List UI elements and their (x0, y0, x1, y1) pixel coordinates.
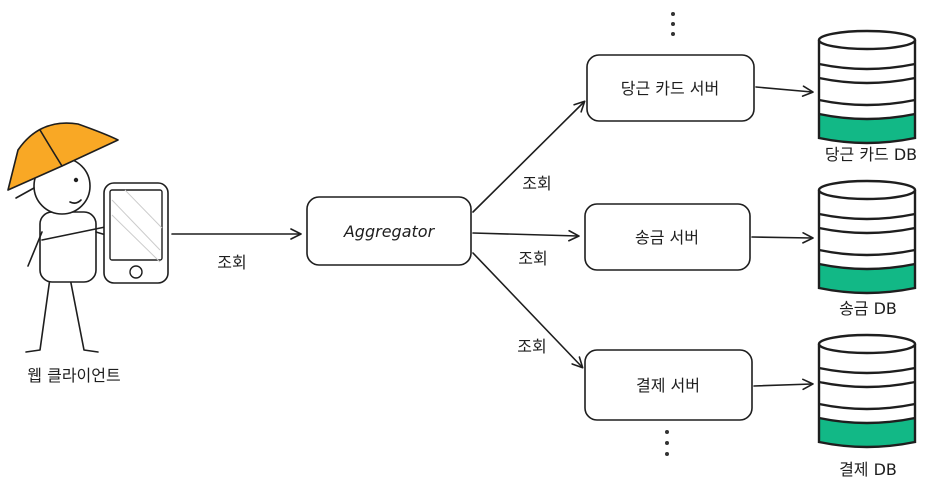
transfer-query-label: 조회 (518, 249, 547, 268)
arrow-transfer-db (751, 232, 814, 244)
client-eye (73, 177, 79, 183)
card-db-icon (817, 29, 917, 145)
arrow-to-payment-server (472, 252, 584, 369)
helmet-icon (7, 122, 119, 191)
payment-server-box (584, 349, 753, 421)
transfer-db-icon (817, 179, 917, 295)
arrow-card-db (755, 85, 814, 97)
more-services-bottom-icon (665, 430, 669, 456)
transfer-server-box (584, 203, 751, 271)
card-server-box (586, 54, 755, 122)
card-query-label: 조회 (522, 174, 551, 193)
payment-server-label: 결제 서버 (636, 376, 700, 395)
client-query-label: 조회 (217, 253, 246, 272)
payment-db-label: 결제 DB (839, 460, 897, 479)
transfer-server-label: 송금 서버 (635, 228, 699, 247)
aggregator-box (306, 196, 472, 266)
payment-db-icon (817, 333, 917, 449)
card-server-label: 당근 카드 서버 (621, 79, 720, 98)
payment-query-label: 조회 (517, 337, 546, 356)
transfer-db-label: 송금 DB (839, 299, 897, 318)
arrow-payment-db (753, 378, 814, 391)
more-services-top-icon (671, 12, 675, 36)
web-client-figure (7, 122, 169, 353)
aggregator-label: Aggregator (343, 222, 436, 241)
client-body (39, 211, 97, 283)
web-client-label: 웹 클라이언트 (27, 366, 120, 385)
card-db-label: 당근 카드 DB (825, 145, 917, 164)
arrow-to-card-server (472, 100, 586, 213)
arrow-to-transfer-server (472, 229, 580, 242)
